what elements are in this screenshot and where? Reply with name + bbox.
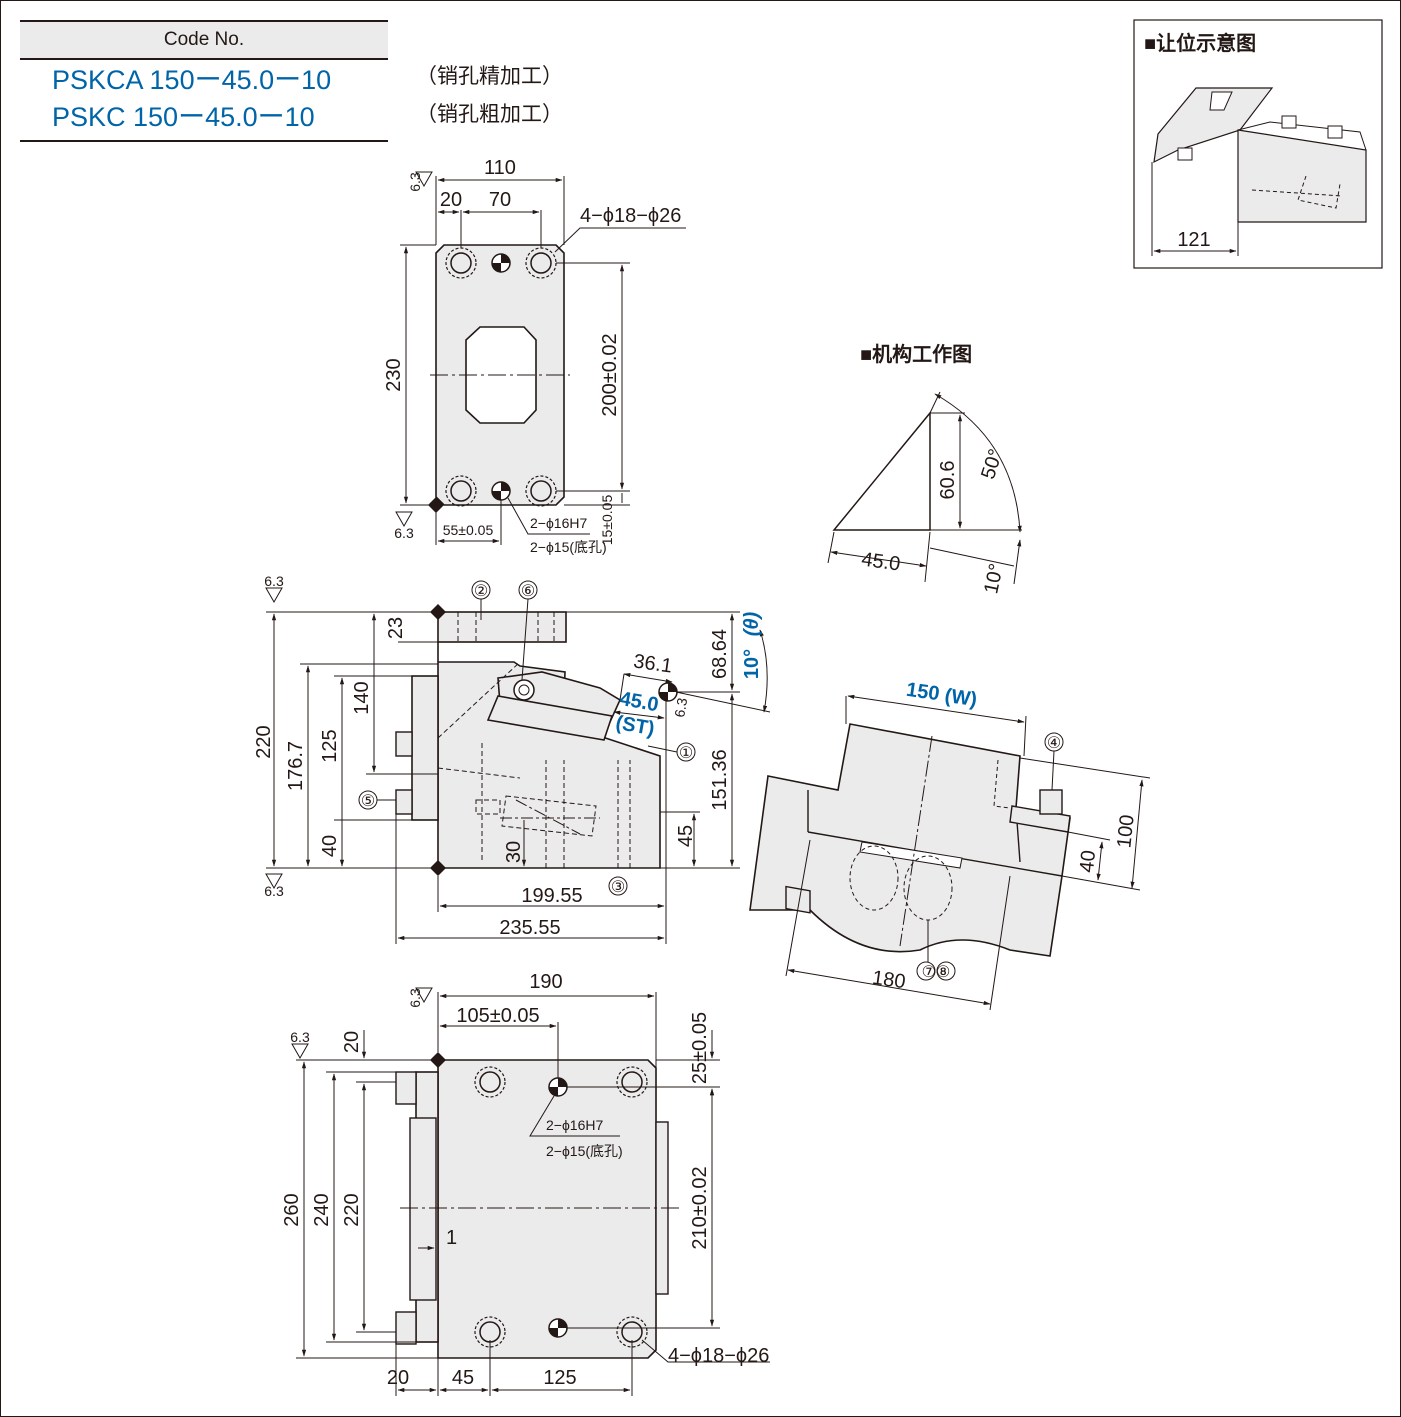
balloon-3: ③ [611, 879, 625, 896]
mechanism-angle-10: 10° [980, 562, 1008, 596]
side-dim-19955: 199.55 [521, 885, 582, 907]
balloon-4: ④ [1047, 735, 1061, 752]
clearance-title: ■让位示意图 [1144, 31, 1256, 55]
side-dim-125: 125 [319, 729, 341, 762]
top-dim-230: 230 [383, 358, 405, 391]
top-pin-label-1: 2−ϕ16H7 [530, 515, 587, 531]
svg-text:6.3: 6.3 [671, 696, 690, 718]
bottom-dim-260: 260 [281, 1193, 303, 1226]
side-dim-140: 140 [351, 681, 373, 714]
side-angle-theta: (θ) [741, 611, 763, 636]
top-dim-20: 20 [440, 189, 462, 211]
code-row-pskc: PSKC 150ー45.0ー10 [52, 102, 315, 132]
side-dim-23: 23 [385, 617, 407, 639]
side-dim-23555: 235.55 [499, 917, 560, 939]
iso-dim-100: 100 [1113, 814, 1138, 849]
mechanism-dim-606: 60.6 [937, 461, 959, 500]
bottom-dim-240: 240 [311, 1193, 333, 1226]
svg-text:6.3: 6.3 [264, 883, 284, 899]
clearance-dim-121: 121 [1177, 229, 1210, 251]
code-row-pskca: PSKCA 150ー45.0ー10 [52, 65, 332, 95]
iso-dim-w: (W) [943, 685, 978, 711]
bottom-dim-210: 210±0.02 [689, 1166, 711, 1249]
side-dim-15136: 151.36 [709, 749, 731, 810]
side-angle-10: 10° [741, 649, 763, 679]
bottom-roughness: 6.3 [407, 988, 423, 1008]
side-dim-220: 220 [253, 725, 275, 758]
bottom-dim-105: 105±0.05 [456, 1005, 539, 1027]
code-number-table: Code No. PSKCA 150ー45.0ー10 PSKC 150ー45.0… [20, 20, 388, 142]
bottom-pin-label-2: 2−ϕ15(底孔) [546, 1143, 623, 1159]
top-dim-110: 110 [484, 157, 516, 179]
iso-view: 150 (W) 100 40 180 ④ ⑦⑧ [749, 679, 1151, 1011]
iso-dim-40: 40 [1076, 849, 1100, 873]
bottom-dim-45: 45 [452, 1367, 474, 1389]
top-view: 110 20 70 6.3 4−ϕ18−ϕ26 230 200±0.02 15±… [383, 157, 686, 555]
mechanism-dim-450: 45.0 [860, 548, 902, 575]
mechanism-title: ■机构工作图 [860, 342, 972, 366]
side-dim-6864: 68.64 [709, 629, 731, 679]
side-dim-361: 36.1 [632, 650, 674, 677]
top-pin-label-2: 2−ϕ15(底孔) [530, 539, 607, 555]
bottom-dim-20: 20 [387, 1367, 409, 1389]
code-note-fine: （销孔精加工） [416, 65, 563, 88]
mechanism-angle-50: 50° [977, 446, 1007, 482]
side-dim-1767: 176.7 [285, 741, 307, 791]
top-dim-15: 15±0.05 [599, 495, 615, 546]
code-note-rough: （销孔粗加工） [416, 103, 563, 126]
bottom-dim-25: 25±0.05 [689, 1012, 711, 1084]
balloon-6: ⑥ [521, 583, 535, 600]
top-dim-55: 55±0.05 [443, 522, 494, 538]
balloon-1: ① [679, 745, 693, 762]
bottom-dim-190: 190 [529, 971, 562, 993]
top-holes-label: 4−ϕ18−ϕ26 [580, 205, 681, 227]
side-roughness: 6.3 [264, 573, 284, 589]
mechanism-inset: ■机构工作图 60.6 45.0 50° 10° [827, 342, 1022, 596]
code-header: Code No. [20, 20, 388, 60]
bottom-dim-20-top: 20 [341, 1031, 363, 1053]
balloon-7-8: ⑦⑧ [922, 964, 951, 981]
bottom-dim-1: 1 [446, 1227, 457, 1249]
bottom-dim-125: 125 [543, 1367, 576, 1389]
svg-text:6.3: 6.3 [290, 1029, 310, 1045]
balloon-5: ⑤ [361, 793, 375, 810]
top-dim-70: 70 [489, 189, 511, 211]
side-dim-40: 40 [319, 835, 341, 857]
bottom-holes-label: 4−ϕ18−ϕ26 [668, 1345, 769, 1367]
side-dim-30: 30 [503, 841, 525, 863]
bottom-pin-label-1: 2−ϕ16H7 [546, 1117, 603, 1133]
side-view: ② ⑥ ① ⑤ ③ 220 176.7 125 40 140 [253, 573, 771, 944]
bottom-view: 190 105±0.05 6.3 25±0.05 210±0.02 2−ϕ16H… [281, 971, 770, 1396]
top-roughness: 6.3 [407, 172, 423, 192]
iso-dim-180: 180 [871, 967, 907, 993]
top-dim-200: 200±0.02 [599, 333, 621, 416]
clearance-inset: ■让位示意图 121 [1133, 19, 1383, 269]
balloon-2: ② [474, 583, 488, 600]
svg-text:6.3: 6.3 [394, 525, 414, 541]
side-dim-45: 45 [675, 825, 697, 847]
iso-dim-150: 150 [905, 679, 941, 705]
bottom-dim-220: 220 [341, 1193, 363, 1226]
